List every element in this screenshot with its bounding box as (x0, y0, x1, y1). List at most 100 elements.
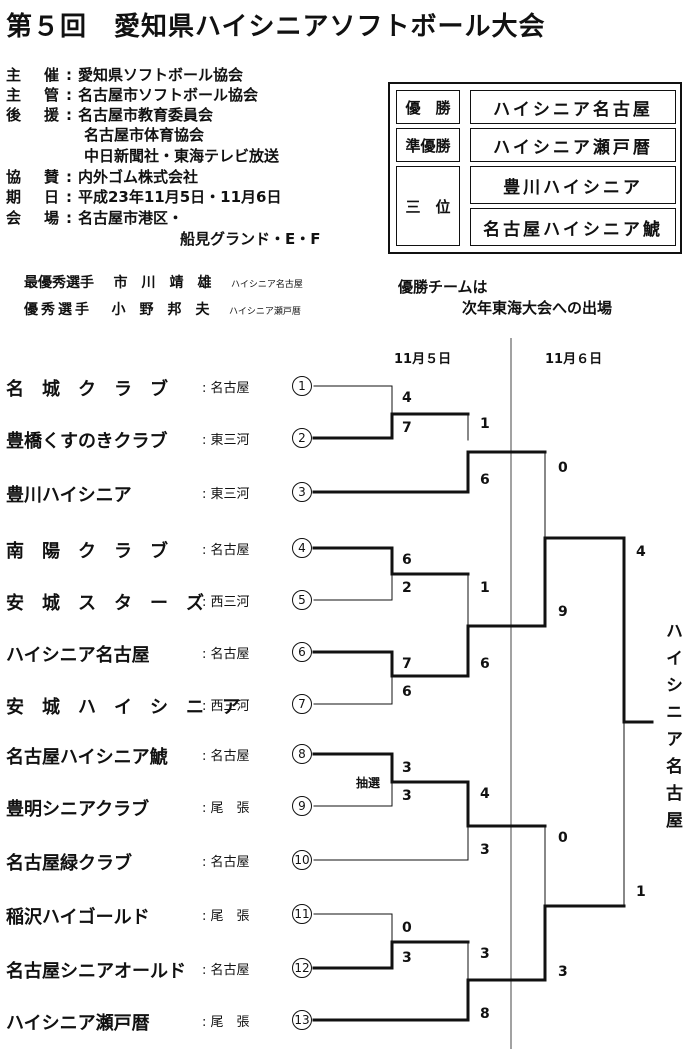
seed-3: 3 (292, 482, 312, 502)
team-10: 名古屋緑クラブ (6, 853, 132, 874)
score-q2-top: 1 (480, 580, 490, 596)
date-day1: 11月５日 (394, 352, 452, 367)
team-5: 安 城 ス タ ー ズ (6, 593, 204, 614)
winner-team: ハイシニア名古屋 (470, 90, 676, 124)
score-g3-bottom: 6 (402, 684, 412, 700)
team-12-region: : 名古屋 (202, 963, 250, 978)
seed-1: 1 (292, 376, 312, 396)
seed-6: 6 (292, 642, 312, 662)
third-label: 三 位 (396, 166, 460, 246)
seed-9: 9 (292, 796, 312, 816)
team-13: ハイシニア瀬戸暦 (6, 1013, 150, 1034)
team-1: 名 城 ク ラ ブ (6, 379, 168, 400)
team-3-region: : 東三河 (202, 487, 250, 502)
team-8-region: : 名古屋 (202, 749, 250, 764)
score-g5-top: 0 (402, 920, 412, 936)
team-10-region: : 名古屋 (202, 855, 250, 870)
seed-13: 13 (292, 1010, 312, 1030)
line-team-2 (312, 412, 394, 440)
info-date: 期 日:平成23年11月5日・11月6日 (6, 188, 282, 206)
team-13-region: : 尾 張 (202, 1015, 250, 1030)
score-q3-top: 4 (480, 786, 490, 802)
score-g1-bottom: 7 (402, 420, 412, 436)
info-support: 後 援:名古屋市教育委員会 (6, 106, 214, 124)
info-organizer: 主 催:愛知県ソフトボール協会 (6, 66, 244, 84)
score-s1-bottom: 9 (558, 604, 568, 620)
team-6-region: : 名古屋 (202, 647, 250, 662)
score-s2-top: 0 (558, 830, 568, 846)
page-title: 第５回 愛知県ハイシニアソフトボール大会 (6, 12, 546, 42)
info-venue: 会 場:名古屋市港区・ (6, 209, 184, 227)
seed-7: 7 (292, 694, 312, 714)
score-q4-bottom: 8 (480, 1006, 490, 1022)
info-support-2: 名古屋市体育協会 (84, 126, 205, 144)
date-day2: 11月６日 (545, 352, 603, 367)
team-9: 豊明シニアクラブ (6, 799, 150, 820)
score-s2-bottom: 3 (558, 964, 568, 980)
score-s1-top: 0 (558, 460, 568, 476)
team-4-region: : 名古屋 (202, 543, 250, 558)
team-7-region: : 西三河 (202, 699, 250, 714)
line-team-3 (312, 450, 470, 494)
runnerup-team: ハイシニア瀬戸暦 (470, 128, 676, 162)
score-final-bottom: 1 (636, 884, 646, 900)
team-11: 稲沢ハイゴールド (6, 907, 150, 928)
score-q1-top: 1 (480, 416, 490, 432)
seed-11: 11 (292, 904, 312, 924)
seed-8: 8 (292, 744, 312, 764)
champion-name: ハイシニア名古屋 (662, 622, 682, 838)
line-team-11 (313, 913, 393, 943)
score-q1-bottom: 6 (480, 472, 490, 488)
score-final-top: 4 (636, 544, 646, 560)
seed-10: 10 (292, 850, 312, 870)
runnerup-label: 準優勝 (396, 128, 460, 162)
third-team-1: 豊川ハイシニア (470, 166, 676, 204)
line-team-6 (312, 650, 394, 678)
note-line-2: 次年東海大会への出場 (462, 299, 613, 317)
team-12: 名古屋シニアオールド (6, 961, 186, 982)
seed-2: 2 (292, 428, 312, 448)
winner-label: 優 勝 (396, 90, 460, 124)
info-host: 主 管:名古屋市ソフトボール協会 (6, 86, 259, 104)
team-9-region: : 尾 張 (202, 801, 250, 816)
score-g3-top: 7 (402, 656, 412, 672)
score-g2-top: 6 (402, 552, 412, 568)
seed-4: 4 (292, 538, 312, 558)
line-team-13 (312, 978, 470, 1022)
info-sponsor: 協 賛:内外ゴム株式会社 (6, 168, 199, 186)
note-line-1: 優勝チームは (398, 278, 488, 296)
score-g4-top: 3 (402, 760, 412, 776)
line-team-4 (312, 546, 394, 576)
info-support-3: 中日新聞社・東海テレビ放送 (84, 147, 280, 165)
score-g1-top: 4 (402, 390, 412, 406)
team-1-region: : 名古屋 (202, 381, 250, 396)
score-q2-bottom: 6 (480, 656, 490, 672)
score-g2-bottom: 2 (402, 580, 412, 596)
score-q4-top: 3 (480, 946, 490, 962)
line-team-8 (312, 752, 394, 784)
team-2: 豊橋くすのきクラブ (6, 431, 168, 452)
team-8: 名古屋ハイシニア鯱 (6, 747, 168, 768)
line-team-5 (313, 573, 393, 601)
mvp-award: 最優秀選手 市 川 靖 雄 ハイシニア名古屋 (24, 275, 303, 291)
line-team-7 (313, 675, 393, 705)
team-11-region: : 尾 張 (202, 909, 250, 924)
line-team-10 (313, 825, 469, 861)
team-7: 安 城 ハ イ シ ニ ア (6, 697, 240, 718)
info-venue-2: 船見グランド・E・F (180, 230, 321, 248)
score-g5-bottom: 3 (402, 950, 412, 966)
score-g4-bottom: 3 (402, 788, 412, 804)
line-team-9 (313, 781, 393, 807)
team-3: 豊川ハイシニア (6, 485, 132, 506)
results-box: 優 勝 ハイシニア名古屋 準優勝 ハイシニア瀬戸暦 三 位 豊川ハイシニア 名古… (388, 82, 682, 254)
team-6: ハイシニア名古屋 (6, 645, 150, 666)
line-team-12 (312, 940, 394, 970)
third-team-2: 名古屋ハイシニア鯱 (470, 208, 676, 246)
team-4: 南 陽 ク ラ ブ (6, 541, 168, 562)
seed-12: 12 (292, 958, 312, 978)
score-g4-note: 抽選 (356, 776, 381, 790)
seed-5: 5 (292, 590, 312, 610)
team-2-region: : 東三河 (202, 433, 250, 448)
line-team-1 (313, 385, 393, 415)
